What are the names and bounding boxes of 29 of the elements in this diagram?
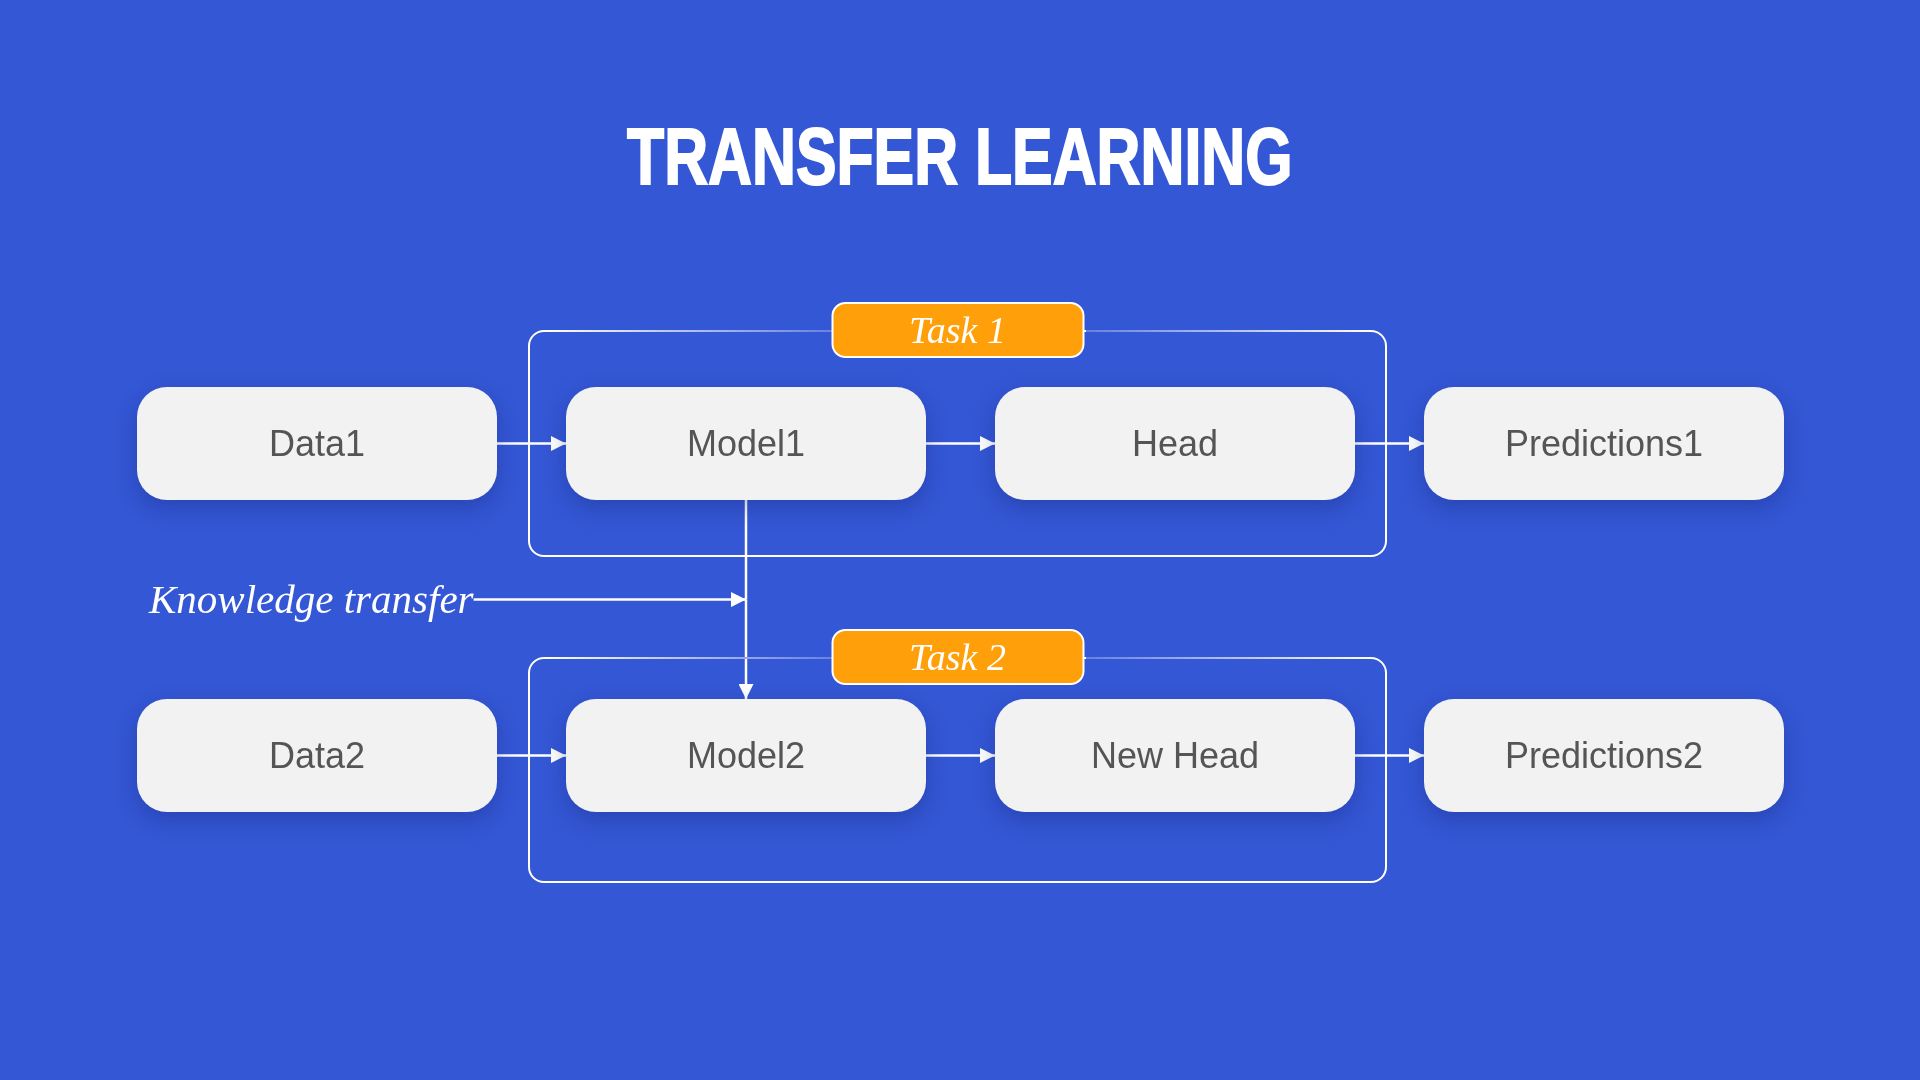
box-label: Data2 xyxy=(268,734,366,778)
arrow xyxy=(926,436,995,451)
connector-line xyxy=(744,500,748,600)
arrow xyxy=(473,592,746,608)
box-label: New Head xyxy=(1090,734,1260,778)
process-box xyxy=(137,387,497,500)
process-box xyxy=(566,699,926,812)
process-box xyxy=(995,699,1355,812)
process-box xyxy=(1424,699,1784,812)
box-label: Predictions1 xyxy=(1504,422,1704,466)
group-title-tag: Task 1 xyxy=(831,302,1084,358)
box-label: Data1 xyxy=(268,422,366,466)
process-box xyxy=(1424,387,1784,500)
arrow xyxy=(738,599,754,699)
arrow xyxy=(1355,748,1424,763)
box-label: Predictions2 xyxy=(1504,734,1704,778)
process-box xyxy=(566,387,926,500)
annotation-text: Knowledge transfer xyxy=(149,576,474,624)
box-label: Model2 xyxy=(686,734,806,778)
diagram-title: TRANSFER LEARNING xyxy=(627,117,1293,197)
arrow xyxy=(497,436,566,451)
process-box xyxy=(137,699,497,812)
box-label: Model1 xyxy=(686,422,806,466)
arrow xyxy=(497,748,566,763)
process-box xyxy=(995,387,1355,500)
arrow xyxy=(1355,436,1424,451)
box-label: Head xyxy=(1131,422,1219,466)
arrow xyxy=(926,748,995,763)
group-title-tag: Task 2 xyxy=(831,629,1084,685)
